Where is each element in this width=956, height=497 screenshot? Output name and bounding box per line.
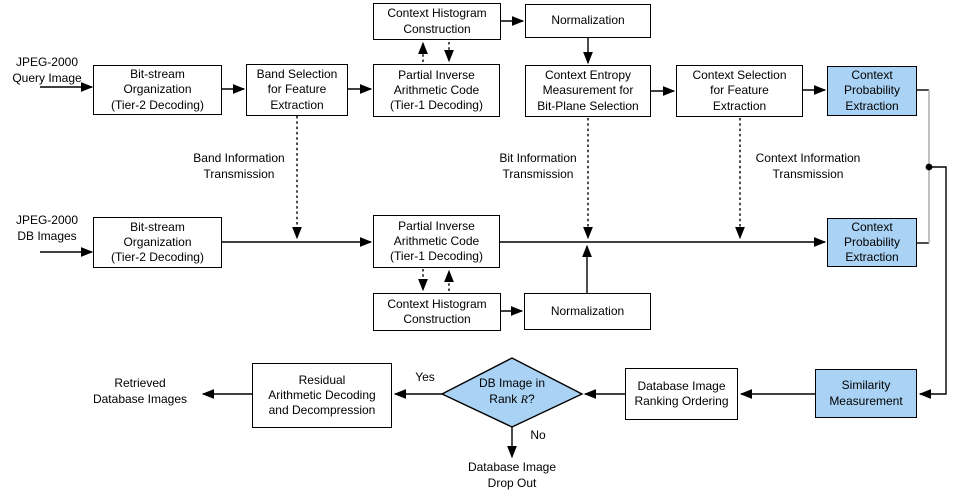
node-normalization-bottom: Normalization	[524, 293, 651, 330]
node-context-histogram-bottom: Context Histogram Construction	[373, 293, 501, 331]
band-information-label: Band Information Transmission	[193, 151, 285, 181]
query-image-label: JPEG-2000 Query Image	[12, 55, 82, 85]
no-label: No	[530, 428, 546, 442]
node-context-selection: Context Selection for Feature Extraction	[676, 65, 803, 117]
decision-line1: DB Image in	[478, 376, 546, 390]
db-images-label: JPEG-2000 DB Images	[15, 213, 79, 243]
yes-label: Yes	[415, 370, 435, 384]
node-residual-decoding: Residual Arithmetic Decoding and Decompr…	[252, 363, 392, 428]
node-database-ranking: Database Image Ranking Ordering	[625, 368, 738, 420]
bit-information-label: Bit Information Transmission	[499, 151, 577, 181]
drop-out-label: Database Image Drop Out	[467, 460, 557, 490]
node-partial-inverse-db: Partial Inverse Arithmetic Code (Tier-1 …	[373, 215, 500, 268]
context-information-label: Context Information Transmission	[755, 151, 861, 181]
junction-dot	[925, 163, 933, 171]
edge-merge-to-similarity	[918, 166, 947, 399]
decision-diamond	[440, 357, 584, 428]
node-similarity-measurement: Similarity Measurement	[815, 369, 917, 418]
retrieved-images-label: Retrieved Database Images	[92, 376, 188, 406]
node-context-entropy: Context Entropy Measurement for Bit-Plan…	[525, 65, 651, 117]
rank-variable: R	[520, 391, 528, 406]
node-context-probability-query: Context Probability Extraction	[827, 66, 917, 116]
node-normalization-top: Normalization	[525, 4, 651, 38]
node-band-selection: Band Selection for Feature Extraction	[246, 64, 348, 116]
node-bitstream-organization-query: Bit-stream Organization (Tier-2 Decoding…	[93, 65, 222, 115]
decision-line2: Rank R?	[489, 391, 535, 406]
node-partial-inverse-query: Partial Inverse Arithmetic Code (Tier-1 …	[373, 64, 500, 117]
decision-label: DB Image in Rank R?	[452, 376, 572, 407]
node-context-probability-db: Context Probability Extraction	[827, 218, 917, 267]
node-bitstream-organization-db: Bit-stream Organization (Tier-2 Decoding…	[93, 217, 222, 268]
node-context-histogram-top: Context Histogram Construction	[373, 3, 501, 40]
